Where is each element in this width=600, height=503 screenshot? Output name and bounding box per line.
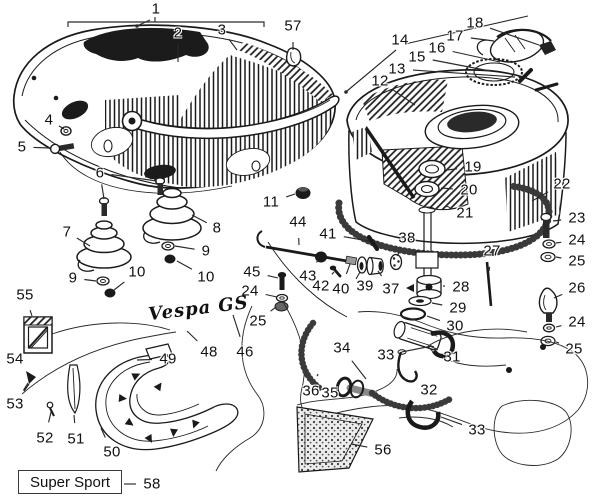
fuel-cap-artwork (465, 28, 559, 92)
tank-gasket-artwork (335, 182, 553, 259)
floor-mat-artwork (296, 406, 374, 473)
seat-artwork (12, 24, 336, 194)
mat-channel-artwork (95, 343, 239, 451)
stud-stack-center-artwork (274, 272, 289, 312)
fuel-tap-artwork (393, 206, 493, 383)
seat-hardware-artwork (49, 47, 311, 216)
emblem-artwork (23, 316, 53, 354)
grab-rail-artwork (121, 95, 340, 140)
trim-strip-artwork (23, 364, 81, 417)
hose-artwork (298, 319, 456, 430)
callout-brackets (67, 15, 529, 94)
model-label-box: Super Sport (18, 470, 122, 494)
petcock-rod-artwork (256, 230, 403, 318)
model-label: Super Sport (29, 473, 111, 491)
seat-buffer-artwork (76, 187, 202, 298)
